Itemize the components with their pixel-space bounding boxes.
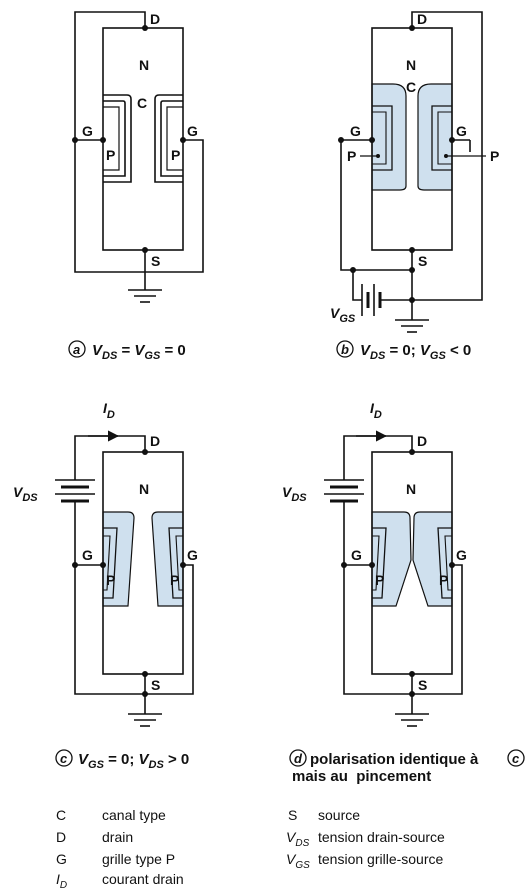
label-gate-left: G — [82, 123, 93, 139]
svg-text:c: c — [60, 751, 68, 766]
label-p-right: P — [171, 147, 180, 163]
svg-text:VDS: VDS — [282, 484, 307, 504]
svg-text:VGS: VGS — [286, 851, 310, 871]
svg-text:tension grille-source: tension grille-source — [318, 851, 443, 867]
svg-text:D: D — [417, 11, 427, 27]
label-channel: C — [137, 95, 147, 111]
svg-text:c: c — [512, 751, 520, 766]
svg-text:drain: drain — [102, 829, 133, 845]
svg-text:P: P — [490, 148, 499, 164]
panel-b — [371, 83, 453, 191]
label-source: S — [151, 253, 160, 269]
legend: C canal type D drain G grille type P ID … — [56, 807, 445, 888]
panel-d — [371, 511, 453, 607]
label-vds: VDS — [13, 484, 38, 504]
svg-text:tension drain-source: tension drain-source — [318, 829, 445, 845]
label-id: ID — [103, 400, 115, 421]
label-gate-right: G — [187, 123, 198, 139]
svg-text:b: b — [341, 342, 349, 357]
svg-text:S: S — [418, 253, 427, 269]
svg-text:S: S — [418, 677, 427, 693]
caption-c: VGS = 0; VDS > 0 — [78, 751, 189, 771]
svg-text:N: N — [406, 57, 416, 73]
caption-d-line1: polarisation identique à — [310, 751, 479, 768]
svg-text:G: G — [456, 123, 467, 139]
svg-text:N: N — [406, 481, 416, 497]
label-p-left: P — [106, 147, 115, 163]
svg-text:G: G — [187, 547, 198, 563]
svg-text:P: P — [375, 572, 384, 588]
svg-text:D: D — [417, 433, 427, 449]
label-drain: D — [150, 11, 160, 27]
svg-text:S: S — [151, 677, 160, 693]
svg-text:source: source — [318, 807, 360, 823]
svg-text:D: D — [56, 829, 66, 845]
caption-a: VDS = VGS = 0 — [92, 342, 186, 362]
svg-text:G: G — [351, 547, 362, 563]
svg-text:P: P — [170, 572, 179, 588]
legend-text-c: canal type — [102, 807, 166, 823]
svg-text:G: G — [82, 547, 93, 563]
svg-text:P: P — [347, 148, 356, 164]
drain-wire — [74, 11, 146, 140]
caption-b: VDS = 0; VGS < 0 — [360, 342, 471, 362]
caption-b-badge — [336, 340, 354, 358]
svg-text:a: a — [73, 342, 80, 357]
svg-text:ID: ID — [56, 871, 67, 888]
caption-a-badge — [68, 340, 86, 358]
caption-c-badge — [55, 749, 73, 767]
gate-wire-right — [74, 139, 204, 273]
panel-a — [74, 11, 204, 303]
svg-text:d: d — [294, 751, 303, 766]
svg-text:grille type P: grille type P — [102, 851, 175, 867]
legend-sym-c: C — [56, 807, 66, 823]
svg-text:S: S — [288, 807, 297, 823]
svg-text:VDS: VDS — [286, 829, 310, 849]
svg-text:D: D — [150, 433, 160, 449]
label-n: N — [139, 57, 149, 73]
svg-text:P: P — [439, 572, 448, 588]
depletion-left — [371, 83, 407, 191]
svg-text:N: N — [139, 481, 149, 497]
caption-d-badge — [289, 749, 307, 767]
svg-text:ID: ID — [370, 400, 382, 421]
svg-text:C: C — [406, 79, 416, 95]
svg-text:G: G — [350, 123, 361, 139]
svg-text:G: G — [56, 851, 67, 867]
svg-text:courant drain: courant drain — [102, 871, 184, 887]
svg-text:G: G — [456, 547, 467, 563]
depletion-right — [417, 83, 453, 191]
caption-d-line2: mais au pincement — [292, 768, 431, 785]
label-vgs: VGS — [330, 305, 356, 325]
svg-text:P: P — [106, 572, 115, 588]
panel-c — [102, 511, 184, 607]
